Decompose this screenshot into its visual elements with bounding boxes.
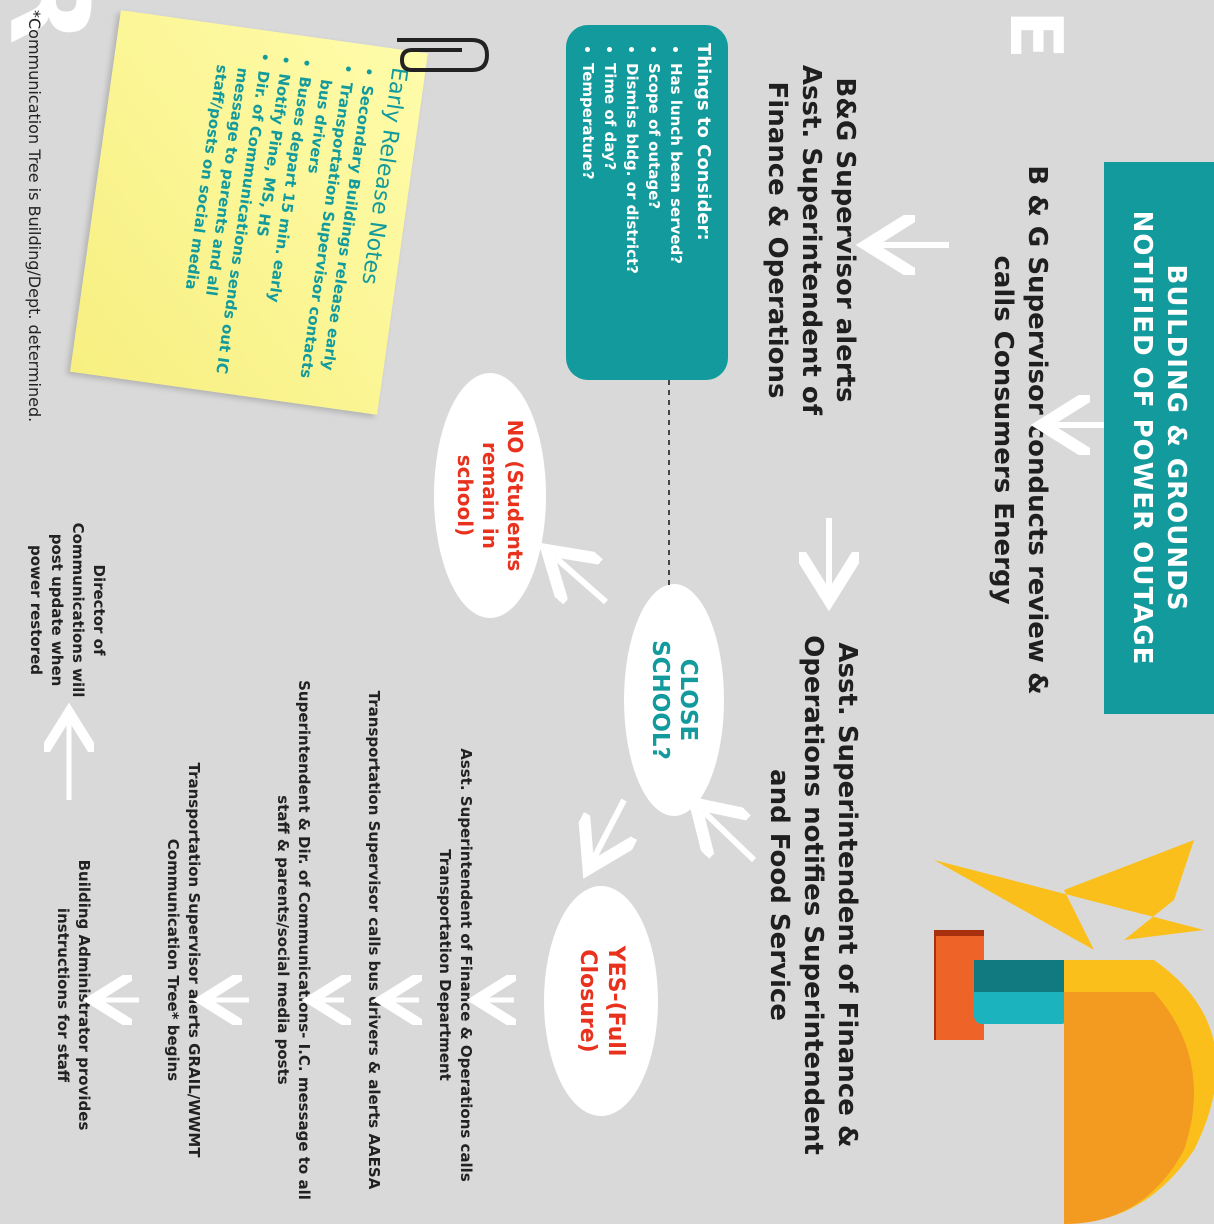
arrow-close-to-no <box>556 558 608 602</box>
arrow-asst-to-close <box>704 812 757 863</box>
lightning-bolt-icon <box>934 840 1204 950</box>
bulb-cap-red <box>936 936 984 1040</box>
lightbulb-icon <box>934 840 1214 1224</box>
paperclip-icon <box>397 38 490 72</box>
bulb-glass-shade <box>1064 992 1194 1224</box>
bulb-cap-teal-dark <box>974 960 1069 992</box>
arrow-close-to-yes <box>594 798 624 858</box>
